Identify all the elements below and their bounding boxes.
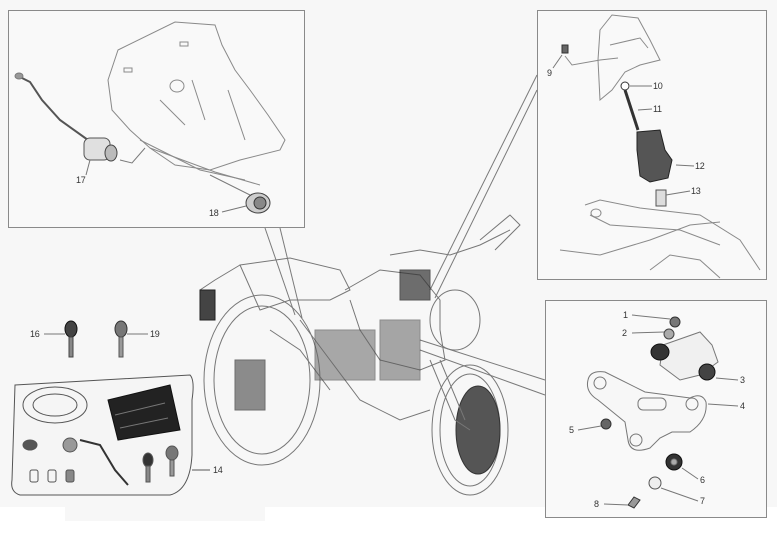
callout-8: 8 <box>594 499 599 509</box>
callout-11: 11 <box>653 104 662 114</box>
callout-9: 9 <box>547 68 552 78</box>
motorcycle-drawing <box>199 214 521 496</box>
bottom-margin-shade <box>65 507 265 521</box>
callout-13: 13 <box>691 186 701 196</box>
callout-12: 12 <box>695 161 705 171</box>
callout-16: 16 <box>30 329 40 339</box>
callout-3: 3 <box>740 375 745 385</box>
detail-box-socket <box>8 10 305 228</box>
callout-18: 18 <box>209 208 219 218</box>
callout-1: 1 <box>623 310 628 320</box>
key-16-drawing <box>64 320 78 358</box>
callout-6: 6 <box>700 475 705 485</box>
callout-14: 14 <box>213 465 223 475</box>
power-socket-17-drawing <box>14 72 146 164</box>
key-19-drawing <box>114 320 128 358</box>
callout-4: 4 <box>740 401 745 411</box>
cap-18-drawing <box>209 174 271 214</box>
callout-2: 2 <box>622 328 627 338</box>
lock-kit-14-drawing <box>11 374 210 496</box>
fairing-shield-drawing <box>107 21 286 186</box>
headlight-adjuster-drawing <box>559 14 761 279</box>
bracket-assembly-drawing <box>587 316 719 509</box>
callout-10: 10 <box>653 81 663 91</box>
callout-7: 7 <box>700 496 705 506</box>
callout-17: 17 <box>76 175 86 185</box>
callout-5: 5 <box>569 425 574 435</box>
callout-19: 19 <box>150 329 160 339</box>
